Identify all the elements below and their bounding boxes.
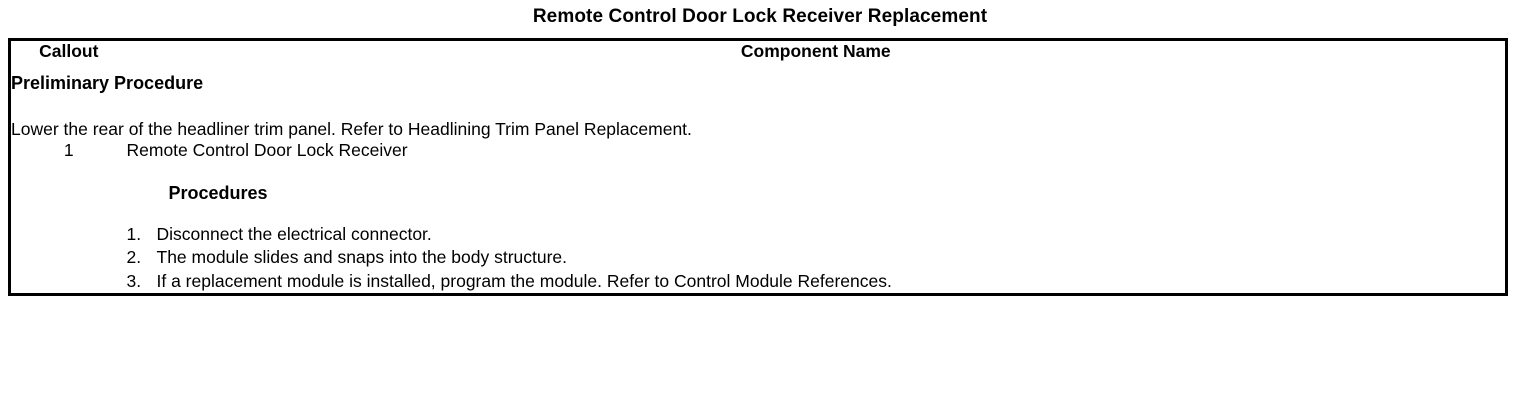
step-number: 1. (126, 224, 142, 245)
column-header-callout: Callout (39, 41, 99, 61)
list-item: 1. Disconnect the electrical connector. (127, 223, 1506, 246)
table-header-row: Callout Component Name (10, 40, 1507, 74)
component-name-text: Remote Control Door Lock Receiver (126, 139, 408, 160)
step-number: 2. (126, 247, 142, 268)
preliminary-procedure-heading: Preliminary Procedure (11, 73, 204, 93)
page-title: Remote Control Door Lock Receiver Replac… (532, 6, 988, 27)
list-item: 3. If a replacement module is installed,… (127, 270, 1506, 293)
list-item: 2. The module slides and snaps into the … (127, 246, 1506, 269)
procedure-table-container: Callout Component Name Preliminary Proce… (8, 38, 1508, 296)
spacer (11, 95, 1505, 119)
component-detail-cell: Remote Control Door Lock Receiver Proced… (127, 140, 1507, 295)
column-header-component-name: Component Name (740, 41, 891, 61)
spacer (127, 205, 1506, 223)
preliminary-procedure-cell: Preliminary Procedure Lower the rear of … (10, 73, 1507, 140)
table-row: 1 Remote Control Door Lock Receiver Proc… (10, 140, 1507, 295)
preliminary-procedure-text: Lower the rear of the headliner trim pan… (11, 118, 692, 139)
procedures-heading: Procedures (168, 183, 268, 204)
step-text: Disconnect the electrical connector. (156, 224, 432, 245)
step-text: If a replacement module is installed, pr… (156, 270, 892, 291)
procedure-table: Callout Component Name Preliminary Proce… (8, 38, 1508, 296)
step-text: The module slides and snaps into the bod… (156, 247, 568, 268)
step-number: 3. (126, 270, 142, 291)
spacer (127, 161, 1506, 183)
preliminary-procedure-row: Preliminary Procedure Lower the rear of … (10, 73, 1507, 140)
procedure-step-list: 1. Disconnect the electrical connector. … (127, 223, 1506, 293)
callout-number: 1 (63, 139, 74, 160)
